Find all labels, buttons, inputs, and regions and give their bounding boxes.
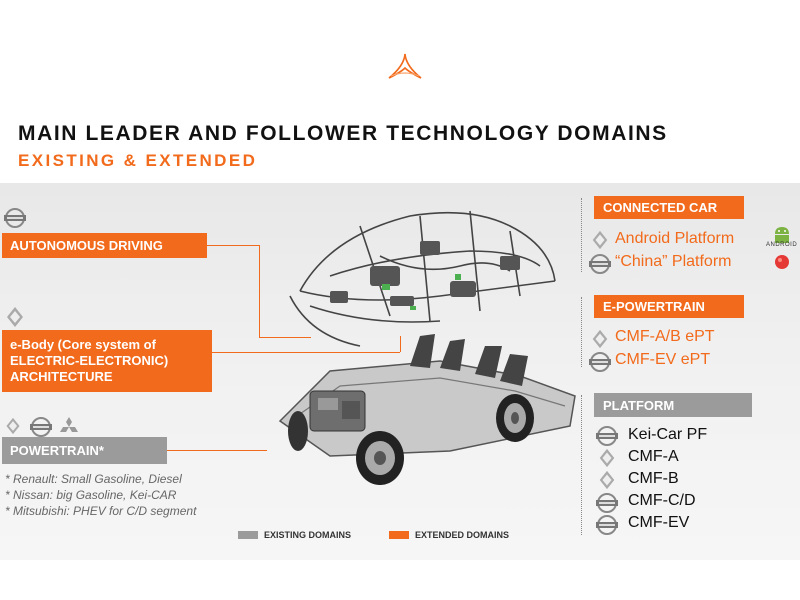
page-subtitle: EXISTING & EXTENDED — [18, 151, 258, 170]
autonomous-driving-label: AUTONOMOUS DRIVING — [10, 238, 163, 253]
ebody-label-line3: ARCHITECTURE — [10, 369, 113, 384]
legend-extended-swatch — [389, 531, 409, 539]
powertrain-note-nissan: * Nissan: big Gasoline, Kei-CAR — [5, 488, 177, 502]
nissan-logo-icon — [4, 208, 26, 228]
legend-extended-label: EXTENDED DOMAINS — [415, 530, 510, 540]
connector-line — [581, 198, 582, 272]
nissan-logo-icon — [596, 515, 618, 535]
renault-logo-icon — [599, 448, 615, 468]
platform-item-cmf-cd: CMF-C/D — [628, 492, 696, 509]
vehicle-illustration — [278, 210, 576, 485]
powertrain-note-renault: * Renault: Small Gasoline, Diesel — [5, 472, 182, 486]
android-badge-text: ANDROID — [766, 242, 798, 248]
connector-line — [167, 450, 267, 451]
powertrain-box: POWERTRAIN* — [2, 437, 167, 464]
renault-logo-icon — [6, 417, 20, 435]
platform-item-cmf-ev: CMF-EV — [628, 514, 690, 531]
nissan-logo-icon — [596, 493, 618, 513]
renault-logo-icon — [592, 230, 608, 250]
powertrain-note-mitsubishi: * Mitsubishi: PHEV for C/D segment — [5, 504, 197, 518]
nissan-logo-icon — [596, 426, 618, 446]
autonomous-driving-box: AUTONOMOUS DRIVING — [2, 233, 207, 258]
connector-line — [259, 245, 260, 337]
nissan-logo-icon — [589, 254, 611, 274]
e-powertrain-label: E-POWERTRAIN — [603, 299, 705, 314]
renault-logo-icon — [7, 307, 23, 327]
android-icon — [775, 227, 789, 243]
connected-car-label: CONNECTED CAR — [603, 200, 718, 215]
connected-car-box: CONNECTED CAR — [594, 196, 744, 219]
connector-line — [581, 297, 582, 367]
nissan-logo-icon — [589, 352, 611, 372]
legend-existing-swatch — [238, 531, 258, 539]
connector-line — [212, 352, 400, 353]
platform-label: PLATFORM — [603, 398, 675, 413]
alliance-logo-icon — [388, 53, 422, 79]
nissan-logo-icon — [30, 417, 52, 437]
android-platform-item: Android Platform — [615, 230, 735, 247]
china-platform-item: “China” Platform — [615, 253, 732, 270]
connector-line — [207, 245, 259, 246]
powertrain-label: POWERTRAIN* — [10, 443, 104, 458]
platform-item-cmf-a: CMF-A — [628, 448, 679, 465]
mitsubishi-logo-icon — [60, 417, 78, 432]
ee-architecture-illustration — [289, 210, 556, 347]
cmf-ev-ept-item: CMF-EV ePT — [615, 351, 711, 368]
renault-logo-icon — [592, 329, 608, 349]
chassis-illustration — [278, 334, 576, 485]
platform-item-kei-car: Kei-Car PF — [628, 426, 708, 443]
connector-line — [581, 395, 582, 535]
ebody-box: e-Body (Core system of ELECTRIC-ELECTRON… — [2, 330, 212, 392]
china-os-icon — [775, 255, 789, 269]
ebody-label-line1: e-Body (Core system of — [10, 337, 156, 352]
page-title: MAIN LEADER AND FOLLOWER TECHNOLOGY DOMA… — [18, 122, 668, 145]
e-powertrain-box: E-POWERTRAIN — [594, 295, 744, 318]
legend-existing-label: EXISTING DOMAINS — [264, 530, 352, 540]
connector-line — [259, 337, 311, 338]
renault-logo-icon — [599, 470, 615, 490]
cmf-ab-ept-item: CMF-A/B ePT — [615, 328, 715, 345]
platform-box: PLATFORM — [594, 393, 752, 417]
ebody-label-line2: ELECTRIC-ELECTRONIC) — [10, 353, 169, 368]
connector-line — [400, 336, 401, 352]
platform-item-cmf-b: CMF-B — [628, 470, 679, 487]
